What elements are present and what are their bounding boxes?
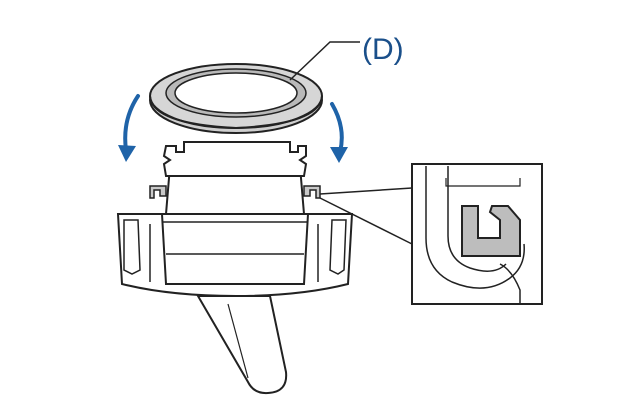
- gasket-ring-icon: [149, 63, 323, 134]
- callout-leader-line: [289, 41, 360, 81]
- rotate-right-arrow-icon: [330, 102, 348, 163]
- zoom-line-bottom: [319, 197, 413, 245]
- zoom-line-top: [319, 187, 413, 195]
- callout-label: (D): [362, 33, 404, 66]
- housing-icon: [116, 141, 354, 298]
- nozzle-icon: [196, 295, 288, 395]
- rotate-left-arrow-icon: [118, 94, 140, 162]
- detail-view-icon: [411, 163, 543, 305]
